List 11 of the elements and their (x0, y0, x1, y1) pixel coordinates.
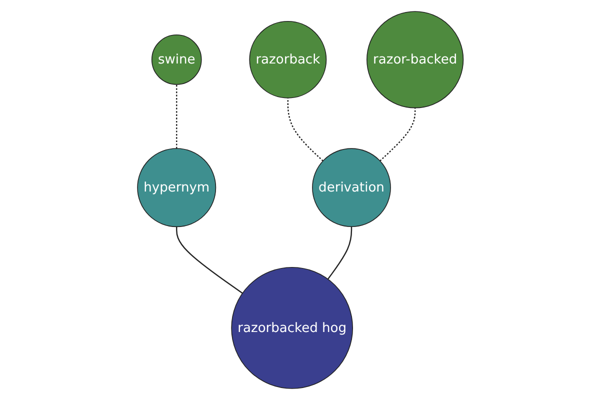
connector (379, 108, 416, 162)
node-circle: derivation (312, 148, 391, 228)
node-circle: swine (151, 34, 202, 85)
connector (176, 84, 177, 148)
connector (327, 226, 352, 280)
connector (286, 98, 324, 162)
node-circle: razorbacked hog (230, 267, 353, 389)
connector (176, 226, 242, 294)
node-circle: razorback (248, 20, 326, 98)
node-circle: razor-backed (366, 11, 464, 108)
node-circle: hypernym (136, 148, 216, 228)
